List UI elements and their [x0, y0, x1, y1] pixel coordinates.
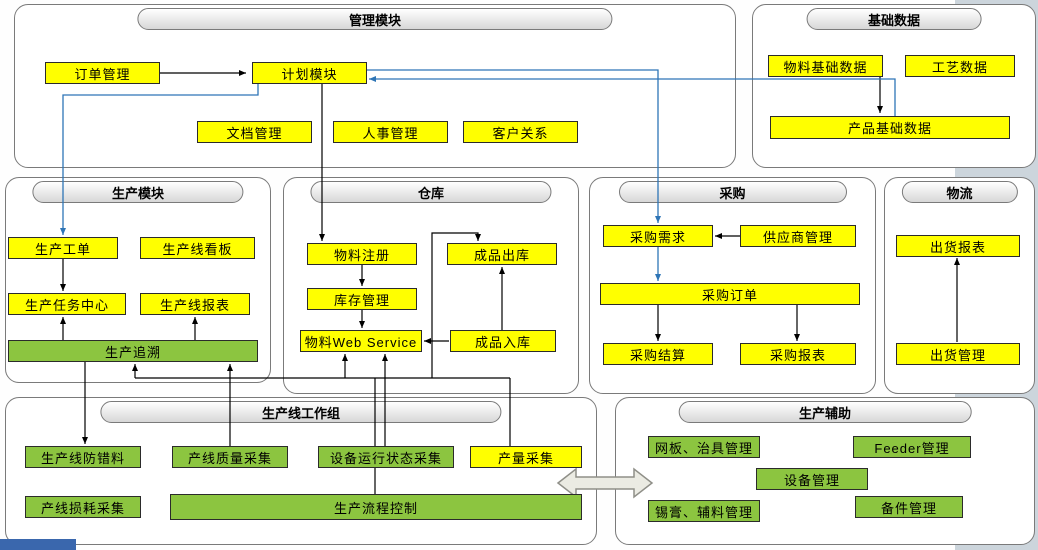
group-base-data: 基础数据 [752, 4, 1036, 168]
group-base-data-title: 基础数据 [806, 8, 982, 30]
node-material-register: 物料注册 [307, 243, 417, 265]
node-process-control: 生产流程控制 [170, 494, 582, 520]
group-warehouse: 仓库 [283, 177, 579, 394]
node-spare-mgmt: 备件管理 [855, 496, 963, 518]
group-support-title: 生产辅助 [678, 401, 972, 423]
node-customer-rel: 客户关系 [463, 121, 578, 143]
node-purchase-settle: 采购结算 [603, 343, 713, 365]
node-line-loss: 产线损耗采集 [25, 496, 141, 518]
node-plan-module: 计划模块 [252, 62, 367, 84]
node-feeder-mgmt: Feeder管理 [853, 436, 971, 458]
black-connectors [60, 70, 960, 494]
group-line-workgroup: 生产线工作组 [5, 397, 597, 545]
group-warehouse-title: 仓库 [310, 181, 552, 203]
node-process-data: 工艺数据 [905, 55, 1015, 77]
node-output-collect: 产量采集 [470, 446, 582, 468]
group-management-title: 管理模块 [137, 8, 613, 30]
node-purchase-report: 采购报表 [740, 343, 856, 365]
node-purchase-order: 采购订单 [600, 283, 860, 305]
node-doc-mgmt: 文档管理 [197, 121, 312, 143]
node-equip-status: 设备运行状态采集 [318, 446, 454, 468]
node-prod-trace: 生产追溯 [8, 340, 258, 362]
node-ship-report: 出货报表 [896, 235, 1020, 257]
node-ship-mgmt: 出货管理 [896, 343, 1020, 365]
node-line-kanban: 生产线看板 [140, 237, 255, 259]
node-line-quality: 产线质量采集 [172, 446, 288, 468]
node-line-error-proof: 生产线防错料 [25, 446, 141, 468]
group-management: 管理模块 [14, 4, 736, 168]
node-finished-outbound: 成品出库 [447, 243, 557, 265]
group-logistics-title: 物流 [901, 181, 1018, 203]
group-purchasing-title: 采购 [618, 181, 847, 203]
node-product-base-data: 产品基础数据 [770, 116, 1010, 139]
node-line-report: 生产线报表 [140, 293, 250, 315]
node-material-webservice: 物料Web Service [300, 330, 422, 352]
node-hr-mgmt: 人事管理 [333, 121, 448, 143]
node-inventory-mgmt: 库存管理 [307, 288, 417, 310]
node-supplier-mgmt: 供应商管理 [740, 225, 856, 247]
bottom-blue-bar [0, 539, 76, 550]
node-purchase-demand: 采购需求 [603, 225, 713, 247]
group-line-workgroup-title: 生产线工作组 [100, 401, 502, 423]
node-material-base-data: 物料基础数据 [768, 55, 883, 77]
node-order-mgmt: 订单管理 [45, 62, 160, 84]
group-production-title: 生产模块 [32, 181, 244, 203]
node-stencil-mgmt: 网板、治具管理 [648, 436, 760, 458]
blue-connectors [60, 69, 896, 281]
exchange-arrow [556, 467, 654, 499]
node-prod-task-center: 生产任务中心 [8, 293, 126, 315]
node-finished-inbound: 成品入库 [450, 330, 556, 352]
node-solder-mgmt: 锡膏、辅料管理 [648, 500, 760, 522]
node-prod-workorder: 生产工单 [8, 237, 118, 259]
node-equip-mgmt: 设备管理 [756, 468, 868, 490]
